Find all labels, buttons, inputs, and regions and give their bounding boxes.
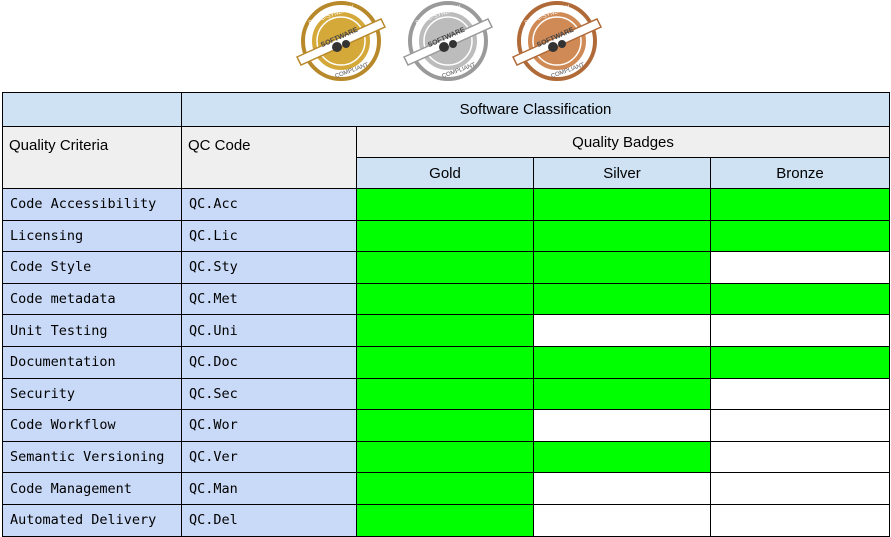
gold-status-cell bbox=[356, 282, 534, 316]
qc-code: QC.Uni bbox=[181, 314, 357, 347]
bronze-status-cell bbox=[709, 282, 891, 316]
badge-ribbon bbox=[402, 18, 494, 66]
criteria-name: Unit Testing bbox=[2, 314, 182, 347]
qc-code: QC.Wor bbox=[181, 409, 357, 442]
criteria-name: Code Management bbox=[2, 472, 182, 505]
tier-header-gold: Gold bbox=[356, 157, 534, 189]
silver-status-cell bbox=[533, 377, 711, 411]
qc-code: QC.Met bbox=[181, 282, 357, 316]
people-icon bbox=[332, 42, 342, 52]
classification-header: Software Classification bbox=[180, 92, 891, 127]
bronze-status-cell bbox=[709, 251, 891, 284]
bronze-status-cell bbox=[709, 345, 891, 379]
people-icon bbox=[548, 42, 558, 52]
people-icon bbox=[558, 40, 566, 48]
criteria-header: Quality Criteria bbox=[2, 126, 182, 189]
bronze-status-cell bbox=[709, 219, 891, 253]
tier-header-bronze: Bronze bbox=[709, 157, 891, 189]
criteria-name: Documentation bbox=[2, 345, 182, 379]
gold-status-cell bbox=[356, 409, 534, 442]
silver-status-cell bbox=[533, 314, 711, 347]
people-icon bbox=[449, 40, 457, 48]
code-header: QC Code bbox=[181, 126, 357, 189]
bronze-status-cell bbox=[709, 440, 891, 474]
criteria-name: Code Workflow bbox=[2, 409, 182, 442]
bronze-status-cell bbox=[709, 188, 891, 221]
qc-code: QC.Sec bbox=[181, 377, 357, 411]
criteria-name: Semantic Versioning bbox=[2, 440, 182, 474]
gold-status-cell bbox=[356, 503, 534, 537]
gold-status-cell bbox=[356, 440, 534, 474]
quality-criteria-table: Software Classification Quality Criteria… bbox=[2, 92, 891, 537]
qc-code: QC.Acc bbox=[181, 188, 357, 221]
badge-inner-ring bbox=[423, 16, 473, 66]
badge-ribbon bbox=[295, 18, 387, 66]
bronze-status-cell bbox=[709, 503, 891, 537]
criteria-name: Code Accessibility bbox=[2, 188, 182, 221]
gold-status-cell bbox=[356, 377, 534, 411]
gold-status-cell bbox=[356, 345, 534, 379]
qc-code: QC.Del bbox=[181, 503, 357, 537]
bronze-status-cell bbox=[709, 377, 891, 411]
corner-cell bbox=[2, 92, 182, 127]
silver-status-cell bbox=[533, 282, 711, 316]
silver-status-cell bbox=[533, 219, 711, 253]
qc-code: QC.Sty bbox=[181, 251, 357, 284]
criteria-name: Automated Delivery bbox=[2, 503, 182, 537]
bronze-status-cell bbox=[709, 409, 891, 442]
silver-status-cell bbox=[533, 503, 711, 537]
silver-status-cell bbox=[533, 440, 711, 474]
qc-code: QC.Ver bbox=[181, 440, 357, 474]
people-icon bbox=[342, 40, 350, 48]
silver-status-cell bbox=[533, 251, 711, 284]
badge-ribbon bbox=[511, 18, 603, 66]
criteria-name: Licensing bbox=[2, 219, 182, 253]
tier-header-silver: Silver bbox=[533, 157, 711, 189]
qc-code: QC.Doc bbox=[181, 345, 357, 379]
badge-inner-ring bbox=[316, 16, 366, 66]
bronze-status-cell bbox=[709, 314, 891, 347]
silver-status-cell bbox=[533, 188, 711, 221]
badge-inner-ring bbox=[532, 16, 582, 66]
badges-header: Quality Badges bbox=[355, 126, 891, 158]
gold-status-cell bbox=[356, 472, 534, 505]
gold-status-cell bbox=[356, 314, 534, 347]
gold-status-cell bbox=[356, 188, 534, 221]
qc-code: QC.Man bbox=[181, 472, 357, 505]
bronze-status-cell bbox=[709, 472, 891, 505]
gold-status-cell bbox=[356, 219, 534, 253]
silver-status-cell bbox=[533, 345, 711, 379]
people-icon bbox=[439, 42, 449, 52]
qc-code: QC.Lic bbox=[181, 219, 357, 253]
silver-status-cell bbox=[533, 409, 711, 442]
gold-status-cell bbox=[356, 251, 534, 284]
silver-status-cell bbox=[533, 472, 711, 505]
criteria-name: Code Style bbox=[2, 251, 182, 284]
criteria-name: Security bbox=[2, 377, 182, 411]
criteria-name: Code metadata bbox=[2, 282, 182, 316]
